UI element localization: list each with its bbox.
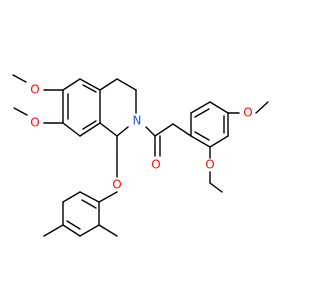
- nitrogen-atom-label: N: [133, 114, 142, 128]
- oxygen-atom-label: O: [205, 158, 214, 172]
- bond: [98, 224, 118, 237]
- chemical-structure: O O O N O O O: [0, 0, 300, 300]
- bond: [62, 224, 81, 237]
- bond: [99, 78, 118, 91]
- bond: [255, 101, 269, 114]
- bond-lines: [12, 74, 269, 237]
- bond: [209, 135, 229, 148]
- oxygen-atom-label: O: [30, 116, 39, 130]
- bond: [82, 84, 97, 93]
- bond: [79, 224, 100, 237]
- bond: [209, 101, 229, 114]
- bond: [194, 131, 210, 141]
- bond: [98, 191, 118, 203]
- atom-labels: O O O N O O O: [30, 83, 252, 192]
- bond: [43, 224, 64, 237]
- bond: [62, 191, 81, 203]
- bond: [190, 101, 211, 114]
- oxygen-atom-label: O: [30, 83, 39, 97]
- oxygen-atom-label: O: [243, 106, 252, 120]
- bond: [13, 107, 28, 116]
- bond: [79, 78, 101, 91]
- bond: [12, 74, 27, 83]
- bond: [172, 123, 192, 137]
- bond: [62, 122, 81, 137]
- bond: [82, 120, 97, 130]
- background: [0, 0, 300, 300]
- bond: [209, 182, 223, 193]
- bond: [79, 191, 100, 203]
- bond: [194, 108, 210, 118]
- bond: [116, 126, 129, 137]
- bond: [66, 220, 81, 230]
- bond: [62, 78, 81, 91]
- oxygen-atom-label: O: [151, 158, 160, 172]
- bond: [99, 122, 118, 137]
- bond: [154, 123, 174, 137]
- bond: [81, 199, 97, 209]
- bond: [79, 122, 101, 137]
- bond: [145, 126, 156, 137]
- bond: [116, 78, 137, 91]
- oxygen-atom-label: O: [112, 178, 121, 192]
- bond: [190, 135, 211, 148]
